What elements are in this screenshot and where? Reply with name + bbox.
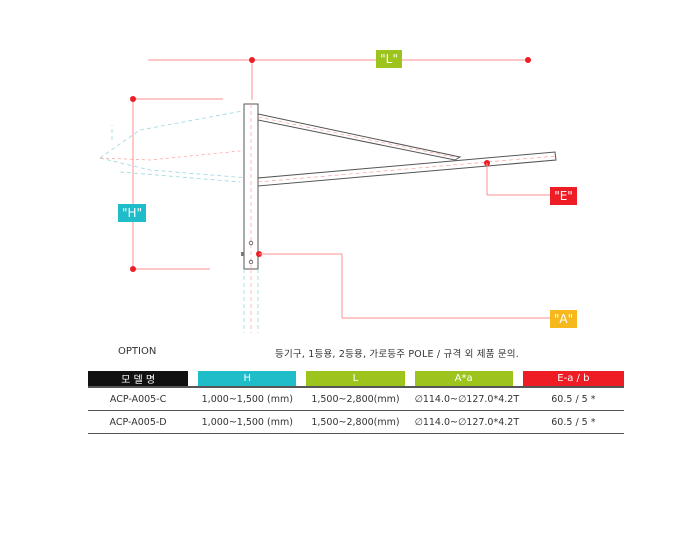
cell-e: 60.5 / 5 * bbox=[522, 387, 624, 411]
upper-arm bbox=[257, 113, 462, 161]
label-a-tag: "A" bbox=[550, 310, 577, 328]
header-e: E-a / b bbox=[522, 371, 624, 388]
cell-l: 1,500~2,800(mm) bbox=[306, 387, 405, 411]
cell-a: ∅114.0~∅127.0*4.2T bbox=[414, 410, 519, 434]
label-h-tag: "H" bbox=[118, 204, 146, 222]
dimension-e bbox=[484, 160, 550, 196]
option-description: 등기구, 1등용, 2등용, 가로등주 POLE / 규격 외 제품 문의. bbox=[275, 349, 519, 360]
cell-e: 60.5 / 5 * bbox=[522, 410, 624, 434]
lower-arm bbox=[257, 151, 557, 187]
dimension-l bbox=[148, 57, 531, 100]
table-row: ACP-A005-D 1,000~1,500 (mm) 1,500~2,800(… bbox=[88, 410, 624, 434]
cell-model: ACP-A005-C bbox=[88, 387, 189, 411]
header-l: L bbox=[306, 371, 405, 388]
cell-a: ∅114.0~∅127.0*4.2T bbox=[414, 387, 519, 411]
header-h: H bbox=[198, 371, 297, 388]
table-header-row: 모 델 명 H L A*a E-a / b bbox=[88, 371, 624, 388]
lamp-outline bbox=[99, 109, 249, 183]
header-a: A*a bbox=[414, 371, 513, 388]
table-row: ACP-A005-C 1,000~1,500 (mm) 1,500~2,800(… bbox=[88, 387, 624, 411]
header-model: 모 델 명 bbox=[88, 371, 189, 388]
cell-h: 1,000~1,500 (mm) bbox=[198, 410, 297, 434]
dimension-h bbox=[130, 96, 223, 272]
cell-l: 1,500~2,800(mm) bbox=[306, 410, 405, 434]
cell-h: 1,000~1,500 (mm) bbox=[198, 387, 297, 411]
pole-arm-drawing bbox=[99, 57, 557, 333]
label-e-tag: "E" bbox=[550, 187, 577, 205]
label-l-tag: "L" bbox=[376, 50, 402, 68]
cell-model: ACP-A005-D bbox=[88, 410, 189, 434]
dimension-a bbox=[256, 251, 550, 319]
spec-table: 모 델 명 H L A*a E-a / b ACP-A005-C 1,000~1… bbox=[88, 371, 624, 434]
option-label: OPTION bbox=[118, 346, 157, 357]
pole bbox=[241, 103, 259, 333]
